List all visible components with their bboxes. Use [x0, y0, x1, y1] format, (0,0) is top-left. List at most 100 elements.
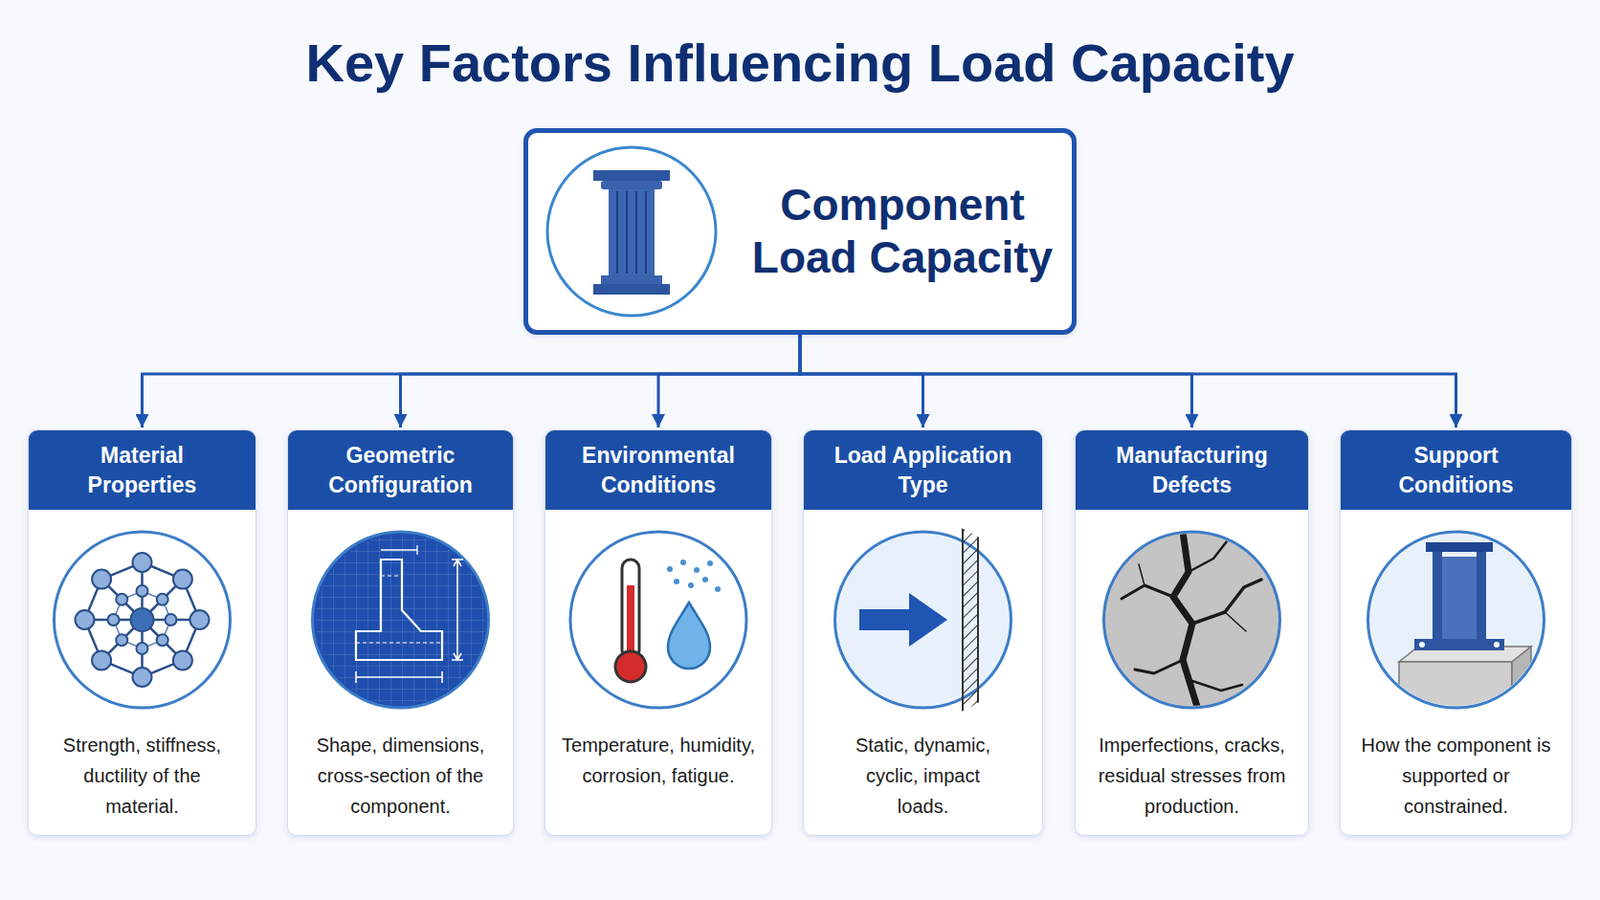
support-icon	[1368, 532, 1545, 720]
lattice-inner	[113, 591, 172, 649]
card-description: Imperfections, cracks, residual stresses…	[1075, 730, 1309, 823]
lattice-ring	[85, 562, 200, 678]
tree-connector	[800, 334, 924, 428]
column-flute	[644, 191, 647, 274]
column-flute	[625, 191, 628, 274]
hairline-crack	[1138, 564, 1246, 632]
column-plinth	[593, 284, 670, 295]
dimension-line	[380, 545, 418, 556]
column-web	[1442, 556, 1477, 640]
icon-circle	[1368, 532, 1545, 709]
part-outline	[355, 559, 443, 661]
atom	[173, 650, 193, 670]
atom	[165, 614, 178, 626]
atom	[91, 650, 112, 670]
atom	[190, 610, 210, 630]
card-heading: Manufacturing Defects	[1075, 430, 1309, 511]
card-description: Strength, stiffness, ductility of the ma…	[28, 730, 256, 823]
dot	[702, 577, 709, 583]
water-drop	[667, 602, 711, 669]
moisture-dots	[666, 559, 721, 593]
dot	[688, 582, 694, 589]
column-flange	[1476, 551, 1487, 640]
hidden-line	[355, 576, 443, 644]
thermometer-fluid	[626, 585, 635, 663]
dot	[666, 566, 673, 573]
support-drawing	[1399, 542, 1532, 720]
icon-circle	[835, 532, 1012, 709]
blueprint-grid	[315, 534, 487, 706]
diagram-title: Key Factors Influencing Load Capacity	[0, 30, 1600, 96]
card-description: Shape, dimensions, cross-section of the …	[288, 730, 513, 823]
atom	[136, 643, 149, 655]
tree-connector	[142, 334, 801, 428]
blueprint-icon	[312, 532, 489, 709]
central-box: Component Load Capacity	[523, 128, 1077, 335]
factor-card: Manufacturing DefectsImperfections, crac…	[1074, 429, 1310, 837]
icon-circle	[1104, 532, 1281, 709]
dimension-line	[451, 559, 464, 661]
lattice-bonds	[85, 562, 200, 678]
icon-circle	[547, 147, 716, 316]
atom	[156, 634, 169, 646]
card-description: Temperature, humidity, corrosion, fatigu…	[545, 730, 772, 792]
atom	[115, 594, 128, 606]
force-arrow-shaft	[859, 609, 912, 631]
thermometer-tube	[622, 559, 640, 660]
card-heading: Load Application Type	[803, 430, 1043, 511]
thermometer-bulb	[615, 651, 646, 683]
atom	[136, 585, 149, 598]
atom	[75, 610, 95, 630]
tree-connector	[800, 334, 1457, 428]
tree-connector	[800, 334, 1193, 428]
cracks	[1121, 532, 1262, 711]
atom	[156, 594, 169, 606]
main-crack	[1173, 532, 1199, 711]
column-cap	[1425, 542, 1493, 553]
dimension-line	[355, 671, 443, 684]
wall-hatch	[962, 528, 978, 716]
atom	[91, 570, 112, 590]
atom	[133, 667, 153, 688]
factor-card: Load Application TypeStatic, dynamic, cy…	[802, 429, 1044, 837]
environment-icon	[570, 532, 747, 709]
column-flange	[1432, 551, 1443, 640]
atom	[115, 634, 128, 646]
block-top	[1399, 646, 1532, 663]
column-flute	[616, 191, 619, 274]
atoms	[75, 553, 210, 688]
tree-connector	[658, 334, 800, 428]
edge-layer	[142, 334, 1457, 428]
molecule-icon	[54, 532, 231, 709]
dot	[680, 559, 687, 566]
atom	[108, 614, 120, 626]
card-heading: Material Properties	[28, 430, 256, 511]
atom	[173, 570, 193, 590]
force-arrow-head	[909, 593, 948, 647]
crack-icon	[1104, 532, 1281, 711]
factor-card: Material PropertiesStrength, stiffness, …	[27, 429, 257, 837]
dot	[693, 567, 700, 574]
factor-card: Support ConditionsHow the component is s…	[1339, 429, 1573, 837]
icon-circle	[570, 532, 747, 709]
load-icon	[835, 528, 1012, 716]
card-heading: Environmental Conditions	[545, 430, 772, 511]
column-shaft	[608, 189, 655, 276]
branch-crack	[1121, 585, 1174, 600]
base-plate	[1414, 639, 1505, 651]
hub-label: Component Load Capacity	[739, 133, 1066, 331]
atom	[133, 553, 153, 573]
concrete-block	[1399, 662, 1512, 720]
column-base	[600, 275, 663, 285]
column-icon	[547, 147, 716, 316]
factor-card: Environmental ConditionsTemperature, hum…	[544, 429, 773, 837]
anchor-bolt	[1419, 642, 1425, 648]
card-heading: Geometric Configuration	[288, 430, 513, 511]
branch-crack	[1188, 541, 1227, 573]
card-heading: Support Conditions	[1340, 430, 1572, 511]
anchor-bolt	[1493, 642, 1500, 648]
factor-card: Geometric ConfigurationShape, dimensions…	[287, 429, 514, 837]
